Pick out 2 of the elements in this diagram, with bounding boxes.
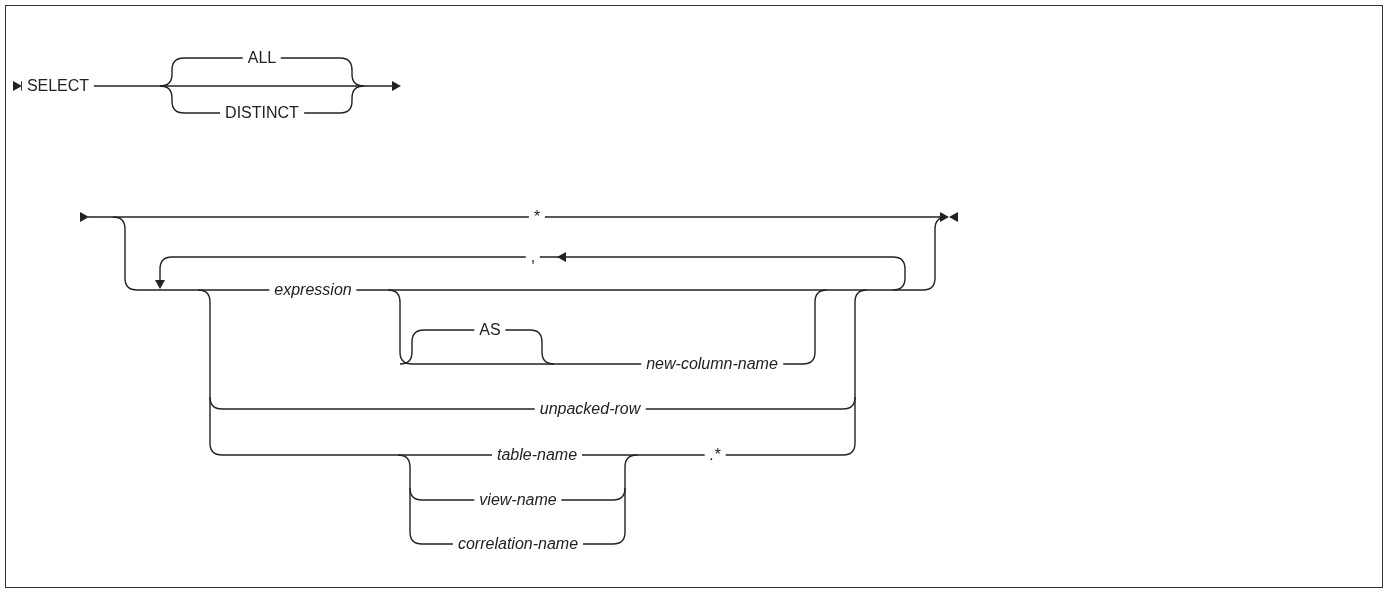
parameter-label: expression xyxy=(269,281,357,299)
parameter-label: unpacked-row xyxy=(534,400,646,418)
